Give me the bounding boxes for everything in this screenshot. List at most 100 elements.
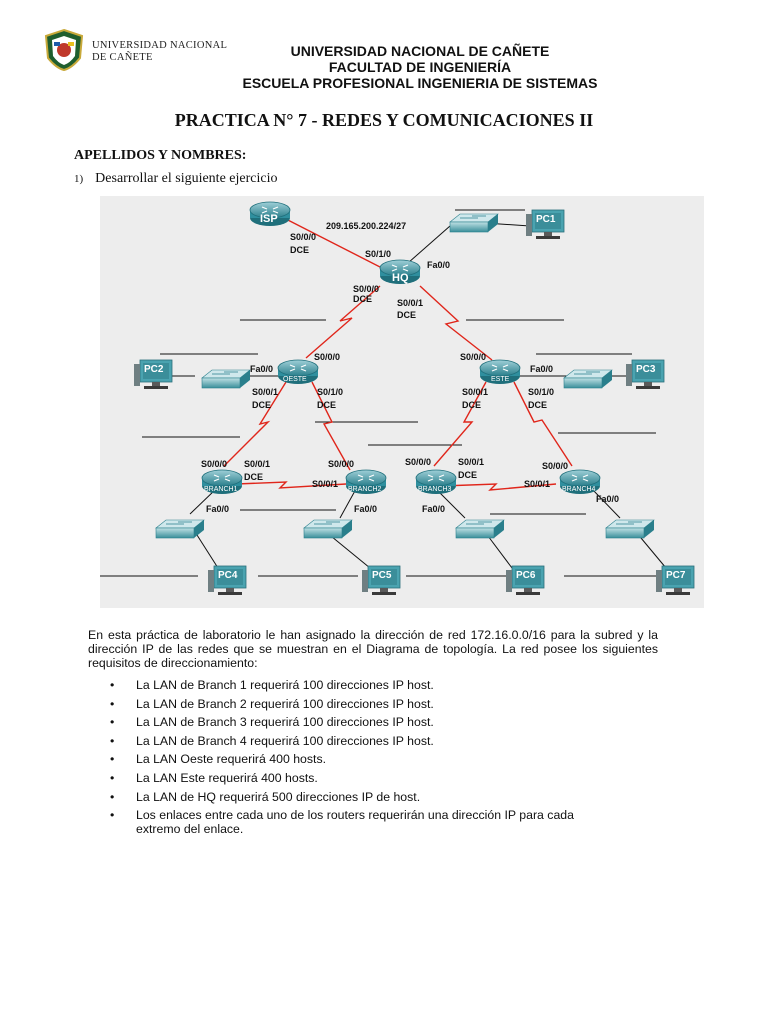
bullet-icon: •: [110, 678, 115, 692]
este-s000-label: S0/0/0: [460, 352, 486, 362]
oeste-fa00-label: Fa0/0: [250, 364, 273, 374]
pc7: PC7: [655, 565, 695, 596]
router-isp-label: ISP: [260, 213, 278, 225]
exercise-text: Desarrollar el siguiente ejercicio: [95, 171, 278, 186]
router-branch2: BRANCH2: [345, 469, 387, 495]
exercise-item: 1) Desarrollar el siguiente ejercicio: [74, 171, 277, 187]
router-branch4: BRANCH4: [559, 469, 601, 495]
oeste-s001-label: S0/0/1: [252, 387, 278, 397]
branch3-s000-label: S0/0/0: [405, 457, 431, 467]
branch1-s000-label: S0/0/0: [201, 459, 227, 469]
hq-dce-left-label: DCE: [353, 294, 372, 304]
list-item-text: Los enlaces entre cada uno de los router…: [136, 808, 574, 837]
topology-diagram: ISP HQ OESTE ESTE BRANCH1 BRANCH2 BRANCH…: [100, 196, 704, 608]
list-item: • La LAN de Branch 4 requerirá 100 direcc…: [110, 734, 610, 748]
branch4-s000-label: S0/0/0: [542, 461, 568, 471]
list-item-text: La LAN de Branch 3 requerirá 100 direcci…: [136, 715, 434, 730]
este-dce-left-label: DCE: [462, 400, 481, 410]
pc2: PC2: [133, 359, 173, 390]
list-item: •Los enlaces entre cada uno de los route…: [110, 808, 616, 836]
router-hq-label: HQ: [392, 272, 409, 284]
router-branch1: BRANCH1: [201, 469, 243, 495]
pc1-label: PC1: [536, 214, 556, 225]
switch-branch1: [155, 519, 205, 539]
list-item: • La LAN de Branch 1 requerirá 100 direcc…: [110, 678, 610, 692]
pc3: PC3: [625, 359, 665, 390]
pc5-label: PC5: [372, 570, 392, 581]
oeste-dce-left-label: DCE: [252, 400, 271, 410]
branch4-s001-label: S0/0/1: [524, 479, 550, 489]
list-item: • La LAN Este requerirá 400 hosts.: [110, 771, 610, 785]
pc5: PC5: [361, 565, 401, 596]
logo-line-2: de Cañete: [92, 52, 153, 63]
logo-line-1: Universidad Nacional: [92, 40, 228, 51]
exercise-number: 1): [74, 173, 84, 185]
list-item-text: La LAN Oeste requerirá 400 hosts.: [136, 752, 327, 767]
bullet-icon: •: [110, 789, 115, 804]
router-branch3: BRANCH3: [415, 469, 457, 495]
list-item-text: La LAN de Branch 1 requerirá 100 direcci…: [136, 678, 434, 692]
switch-branch3: [455, 519, 505, 539]
list-item: • La LAN Oeste requerirá 400 hosts.: [110, 752, 610, 766]
pc3-label: PC3: [636, 364, 656, 375]
school-name: ESCUELA PROFESIONAL INGENIERIA DE SISTEM…: [242, 75, 598, 91]
switch-branch2: [303, 519, 353, 539]
list-item-text: La LAN de Branch 4 requerirá 100 direcci…: [136, 733, 434, 748]
router-oeste-label: OESTE: [283, 376, 307, 383]
router-este-label: ESTE: [491, 376, 510, 383]
university-crest-icon: [44, 28, 84, 72]
router-hq: HQ: [379, 259, 421, 285]
branch1-dce-label: DCE: [244, 472, 263, 482]
list-item-text: La LAN Este requerirá 400 hosts.: [136, 770, 318, 785]
branch4-fa00-label: Fa0/0: [596, 494, 619, 504]
router-este: ESTE: [479, 359, 521, 385]
bullet-icon: •: [110, 696, 115, 711]
bullet-icon: •: [110, 752, 115, 767]
hq-dce-right-label: DCE: [397, 310, 416, 320]
branch1-s001-label: S0/0/1: [244, 459, 270, 469]
oeste-s010-label: S0/1/0: [317, 387, 343, 397]
hq-s010-label: S0/1/0: [365, 249, 391, 259]
router-branch1-label: BRANCH1: [204, 486, 238, 493]
header-block: UNIVERSIDAD NACIONAL DE CAÑETE FACULTAD …: [180, 43, 660, 91]
router-isp: ISP: [249, 201, 291, 227]
bullet-icon: •: [110, 733, 115, 748]
switch-oeste: [201, 369, 251, 389]
hq-s001-label: S0/0/1: [397, 298, 423, 308]
router-branch4-label: BRANCH4: [562, 486, 596, 493]
isp-network-label: 209.165.200.224/27: [326, 221, 406, 231]
este-dce-right-label: DCE: [528, 400, 547, 410]
hq-s000-label: S0/0/0: [353, 284, 379, 294]
branch3-dce-label: DCE: [458, 470, 477, 480]
router-branch3-label: BRANCH3: [418, 486, 452, 493]
hq-fa00-label: Fa0/0: [427, 260, 450, 270]
list-item: • La LAN de Branch 3 requerirá 100 direcc…: [110, 715, 610, 729]
list-item-text: La LAN de Branch 2 requerirá 100 direcci…: [136, 696, 434, 711]
este-s010-label: S0/1/0: [528, 387, 554, 397]
intro-paragraph: En esta práctica de laboratorio le han a…: [88, 628, 658, 670]
switch-hq: [449, 213, 499, 233]
pc4: PC4: [207, 565, 247, 596]
university-logo: Universidad Nacional de Cañete: [42, 28, 242, 72]
list-item: • La LAN de HQ requerirá 500 direcciones …: [110, 790, 610, 804]
bullet-icon: •: [110, 770, 115, 785]
isp-s000-label: S0/0/0: [290, 232, 316, 242]
pc2-label: PC2: [144, 364, 164, 375]
este-fa00-label: Fa0/0: [530, 364, 553, 374]
switch-branch4: [605, 519, 655, 539]
este-s001-label: S0/0/1: [462, 387, 488, 397]
pc4-label: PC4: [218, 570, 238, 581]
branch3-s001-label: S0/0/1: [458, 457, 484, 467]
pc7-label: PC7: [666, 570, 686, 581]
router-oeste: OESTE: [277, 359, 319, 385]
oeste-s000-label: S0/0/0: [314, 352, 340, 362]
branch2-s000-label: S0/0/0: [328, 459, 354, 469]
pc6-label: PC6: [516, 570, 536, 581]
list-item: • La LAN de Branch 2 requerirá 100 direcc…: [110, 697, 610, 711]
list-item-text: La LAN de HQ requerirá 500 direcciones I…: [136, 789, 421, 804]
pc1: PC1: [525, 209, 565, 240]
branch2-fa00-label: Fa0/0: [354, 504, 377, 514]
bullet-icon: •: [110, 715, 115, 730]
branch1-fa00-label: Fa0/0: [206, 504, 229, 514]
university-name: UNIVERSIDAD NACIONAL DE CAÑETE: [290, 43, 550, 59]
